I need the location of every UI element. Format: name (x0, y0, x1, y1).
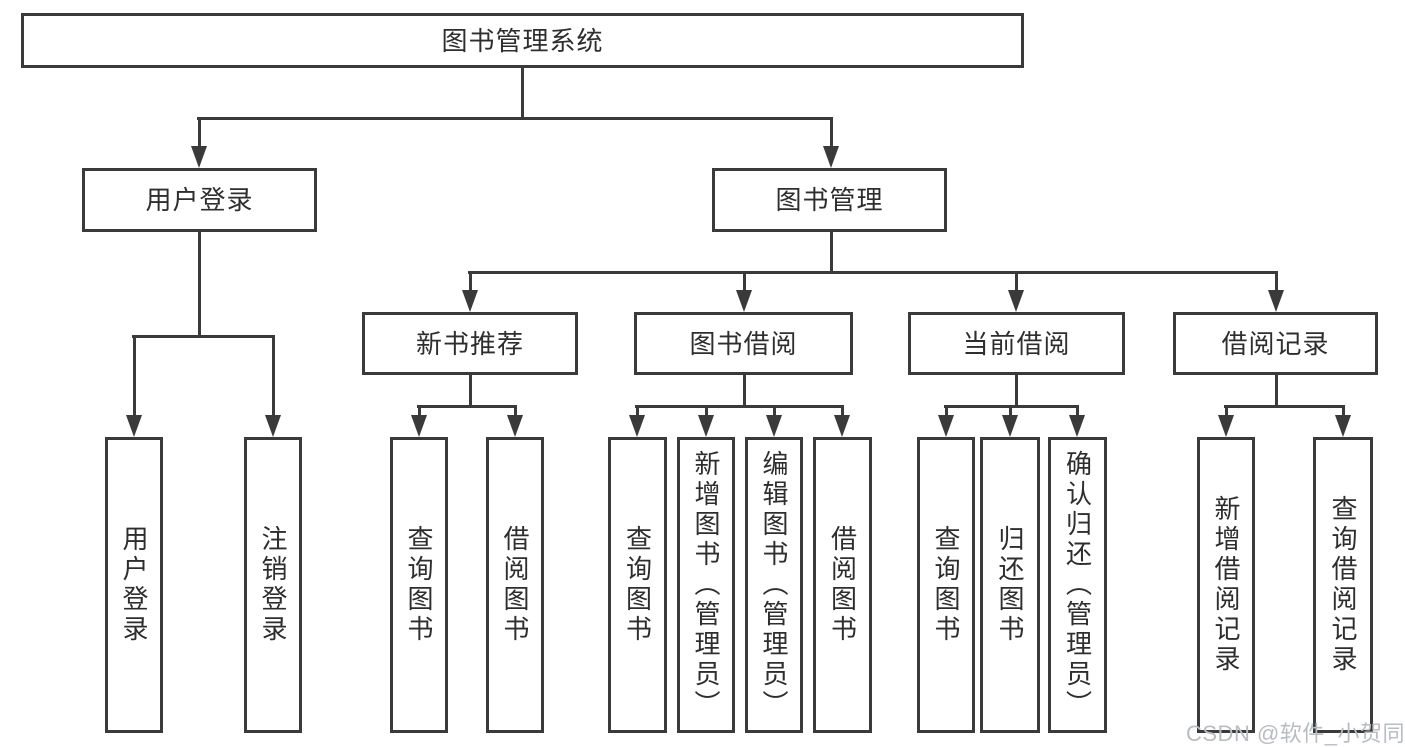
arrowhead-down-icon (462, 290, 478, 312)
leaf-edit-books-admin: 编辑图书（管理员） (745, 437, 803, 733)
connector-vline (635, 406, 639, 421)
connector-vline (197, 232, 201, 336)
connector-vline (132, 336, 136, 421)
connector-vline (944, 406, 948, 421)
connector-vline (772, 406, 776, 421)
connector-vline (468, 272, 472, 296)
leaf-user-login: 用户登录 (105, 437, 163, 733)
arrowhead-down-icon (698, 415, 714, 437)
connector-vline (829, 232, 833, 272)
leaf-add-books-admin: 新增图书（管理员） (677, 437, 735, 733)
leaf-query-books-current: 查询图书 (917, 437, 975, 733)
connector-hline (468, 270, 1278, 274)
arrowhead-down-icon (766, 415, 782, 437)
connector-vline (468, 375, 472, 406)
connector-vline (513, 406, 517, 421)
leaf-return-books: 归还图书 (980, 437, 1040, 733)
arrowhead-down-icon (1069, 415, 1085, 437)
leaf-query-borrow-record: 查询借阅记录 (1313, 437, 1373, 733)
arrowhead-down-icon (191, 146, 207, 168)
arrowhead-down-icon (1268, 290, 1284, 312)
connector-hline (417, 404, 517, 408)
arrowhead-down-icon (265, 415, 281, 437)
leaf-borrow-books-borrowing: 借阅图书 (813, 437, 872, 733)
connector-hline (635, 404, 844, 408)
connector-vline (1008, 406, 1012, 421)
connector-vline (1274, 375, 1278, 406)
node-current-borrowing: 当前借阅 (908, 312, 1125, 375)
arrowhead-down-icon (736, 290, 752, 312)
connector-vline (1341, 406, 1345, 421)
node-new-book-recommendation: 新书推荐 (362, 312, 578, 375)
connector-vline (1224, 406, 1228, 421)
connector-vline (417, 406, 421, 421)
arrowhead-down-icon (507, 415, 523, 437)
node-book-borrowing: 图书借阅 (634, 312, 853, 375)
connector-vline (840, 406, 844, 421)
leaf-query-books-borrowing: 查询图书 (608, 437, 667, 733)
arrowhead-down-icon (126, 415, 142, 437)
connector-vline (1014, 375, 1018, 406)
connector-hline (197, 116, 833, 120)
connector-vline (197, 118, 201, 152)
connector-hline (1224, 404, 1345, 408)
connector-vline (520, 68, 524, 118)
arrowhead-down-icon (1335, 415, 1351, 437)
arrowhead-down-icon (1008, 290, 1024, 312)
arrowhead-down-icon (1218, 415, 1234, 437)
arrowhead-down-icon (629, 415, 645, 437)
arrowhead-down-icon (1002, 415, 1018, 437)
leaf-borrow-books-recommend: 借阅图书 (486, 437, 544, 733)
connector-hline (132, 334, 275, 338)
connector-vline (742, 272, 746, 296)
leaf-add-borrow-record: 新增借阅记录 (1197, 437, 1255, 733)
node-user-login: 用户登录 (82, 168, 317, 232)
connector-vline (1274, 272, 1278, 296)
leaf-confirm-return-admin: 确认归还（管理员） (1048, 437, 1107, 733)
connector-vline (1075, 406, 1079, 421)
connector-vline (271, 336, 275, 421)
connector-hline (944, 404, 1079, 408)
connector-vline (704, 406, 708, 421)
leaf-query-books-recommend: 查询图书 (390, 437, 448, 733)
arrowhead-down-icon (823, 146, 839, 168)
arrowhead-down-icon (834, 415, 850, 437)
connector-vline (742, 375, 746, 406)
connector-vline (829, 118, 833, 152)
node-borrowing-records: 借阅记录 (1173, 312, 1378, 375)
node-library-management-system: 图书管理系统 (21, 13, 1024, 68)
leaf-logout: 注销登录 (244, 437, 302, 733)
watermark-text: CSDN @软件_小贺同学 (1186, 721, 1405, 746)
arrowhead-down-icon (411, 415, 427, 437)
arrowhead-down-icon (938, 415, 954, 437)
node-book-management: 图书管理 (712, 168, 947, 232)
connector-vline (1014, 272, 1018, 296)
